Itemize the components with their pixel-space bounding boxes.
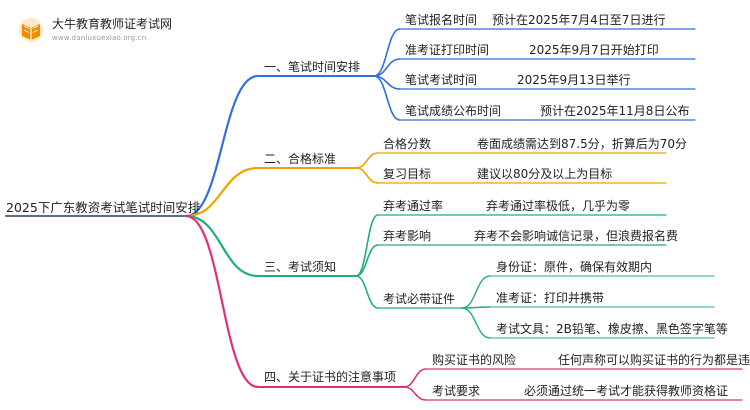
link-branch3-item1 bbox=[355, 244, 379, 277]
node-buy-certificate-risk: 购买证书的风险 bbox=[432, 353, 517, 367]
node-review-goal: 复习目标 bbox=[383, 167, 432, 181]
link-documents-child2 bbox=[461, 307, 491, 339]
node-admission-print-time-value: 2025年9月7日开始打印 bbox=[529, 43, 659, 57]
branch-exam-notice: 三、考试须知 bbox=[264, 260, 337, 274]
link-root-orange bbox=[184, 166, 260, 218]
node-score-release-time: 笔试成绩公布时间 bbox=[405, 104, 502, 118]
node-pass-score: 合格分数 bbox=[383, 137, 432, 151]
node-document-id-card: 身份证：原件，确保有效期内 bbox=[496, 260, 653, 274]
node-document-stationery: 考试文具：2B铅笔、橡皮擦、黑色签字笔等 bbox=[496, 322, 728, 336]
root-topic: 2025下广东教资考试笔试时间安排 bbox=[6, 200, 201, 215]
logo: 大牛教育教师证考试网 www.daniuxuexiao.org.cn bbox=[18, 14, 178, 48]
branch-pass-standard: 二、合格标准 bbox=[264, 152, 337, 166]
node-registration-time: 笔试报名时间 bbox=[405, 13, 478, 27]
logo-title: 大牛教育教师证考试网 bbox=[52, 17, 173, 31]
node-pass-score-value: 卷面成绩需达到87.5分，折算后为70分 bbox=[477, 137, 687, 151]
link-root-pink bbox=[184, 214, 260, 389]
link-branch1-item0 bbox=[373, 28, 401, 77]
link-root-blue bbox=[184, 74, 260, 218]
node-absent-pass-rate-value: 弃考通过率极低，几乎为零 bbox=[486, 199, 631, 213]
link-branch4-item1 bbox=[403, 386, 427, 401]
link-branch2-item0 bbox=[355, 152, 379, 169]
branch-certificate-notes: 四、关于证书的注意事项 bbox=[264, 370, 397, 384]
node-admission-print-time: 准考证打印时间 bbox=[405, 43, 490, 57]
link-documents-child0 bbox=[461, 275, 491, 309]
logo-subtitle: www.daniuxuexiao.org.cn bbox=[52, 34, 147, 42]
node-document-admission-ticket: 准考证：打印并携带 bbox=[496, 291, 605, 305]
branch-exam-schedule: 一、笔试时间安排 bbox=[264, 60, 361, 74]
link-branch4-item0 bbox=[403, 368, 427, 388]
node-exam-time-value: 2025年9月13日举行 bbox=[517, 73, 631, 87]
node-absent-impact: 弃考影响 bbox=[383, 229, 432, 243]
node-required-documents: 考试必带证件 bbox=[383, 292, 456, 306]
link-branch2-item1 bbox=[355, 167, 379, 184]
node-review-goal-value: 建议以80分及以上为目标 bbox=[477, 167, 613, 181]
link-branch1-item3 bbox=[373, 75, 401, 121]
book-logo-icon bbox=[19, 18, 43, 42]
node-exam-time: 笔试考试时间 bbox=[405, 73, 478, 87]
node-exam-requirement-value: 必须通过统一考试才能获得教师资格证 bbox=[524, 384, 729, 398]
node-exam-requirement: 考试要求 bbox=[432, 384, 481, 398]
node-absent-impact-value: 弃考不会影响诚信记录，但浪费报名费 bbox=[474, 229, 679, 243]
link-root-green bbox=[184, 214, 260, 278]
node-buy-certificate-risk-value: 任何声称可以购买证书的行为都是违法的 bbox=[558, 353, 750, 367]
node-registration-time-value: 预计在2025年7月4日至7日进行 bbox=[492, 13, 666, 27]
node-absent-pass-rate: 弃考通过率 bbox=[383, 199, 444, 213]
node-score-release-time-value: 预计在2025年11月8日公布 bbox=[540, 104, 690, 118]
link-branch3-documents bbox=[355, 275, 379, 309]
